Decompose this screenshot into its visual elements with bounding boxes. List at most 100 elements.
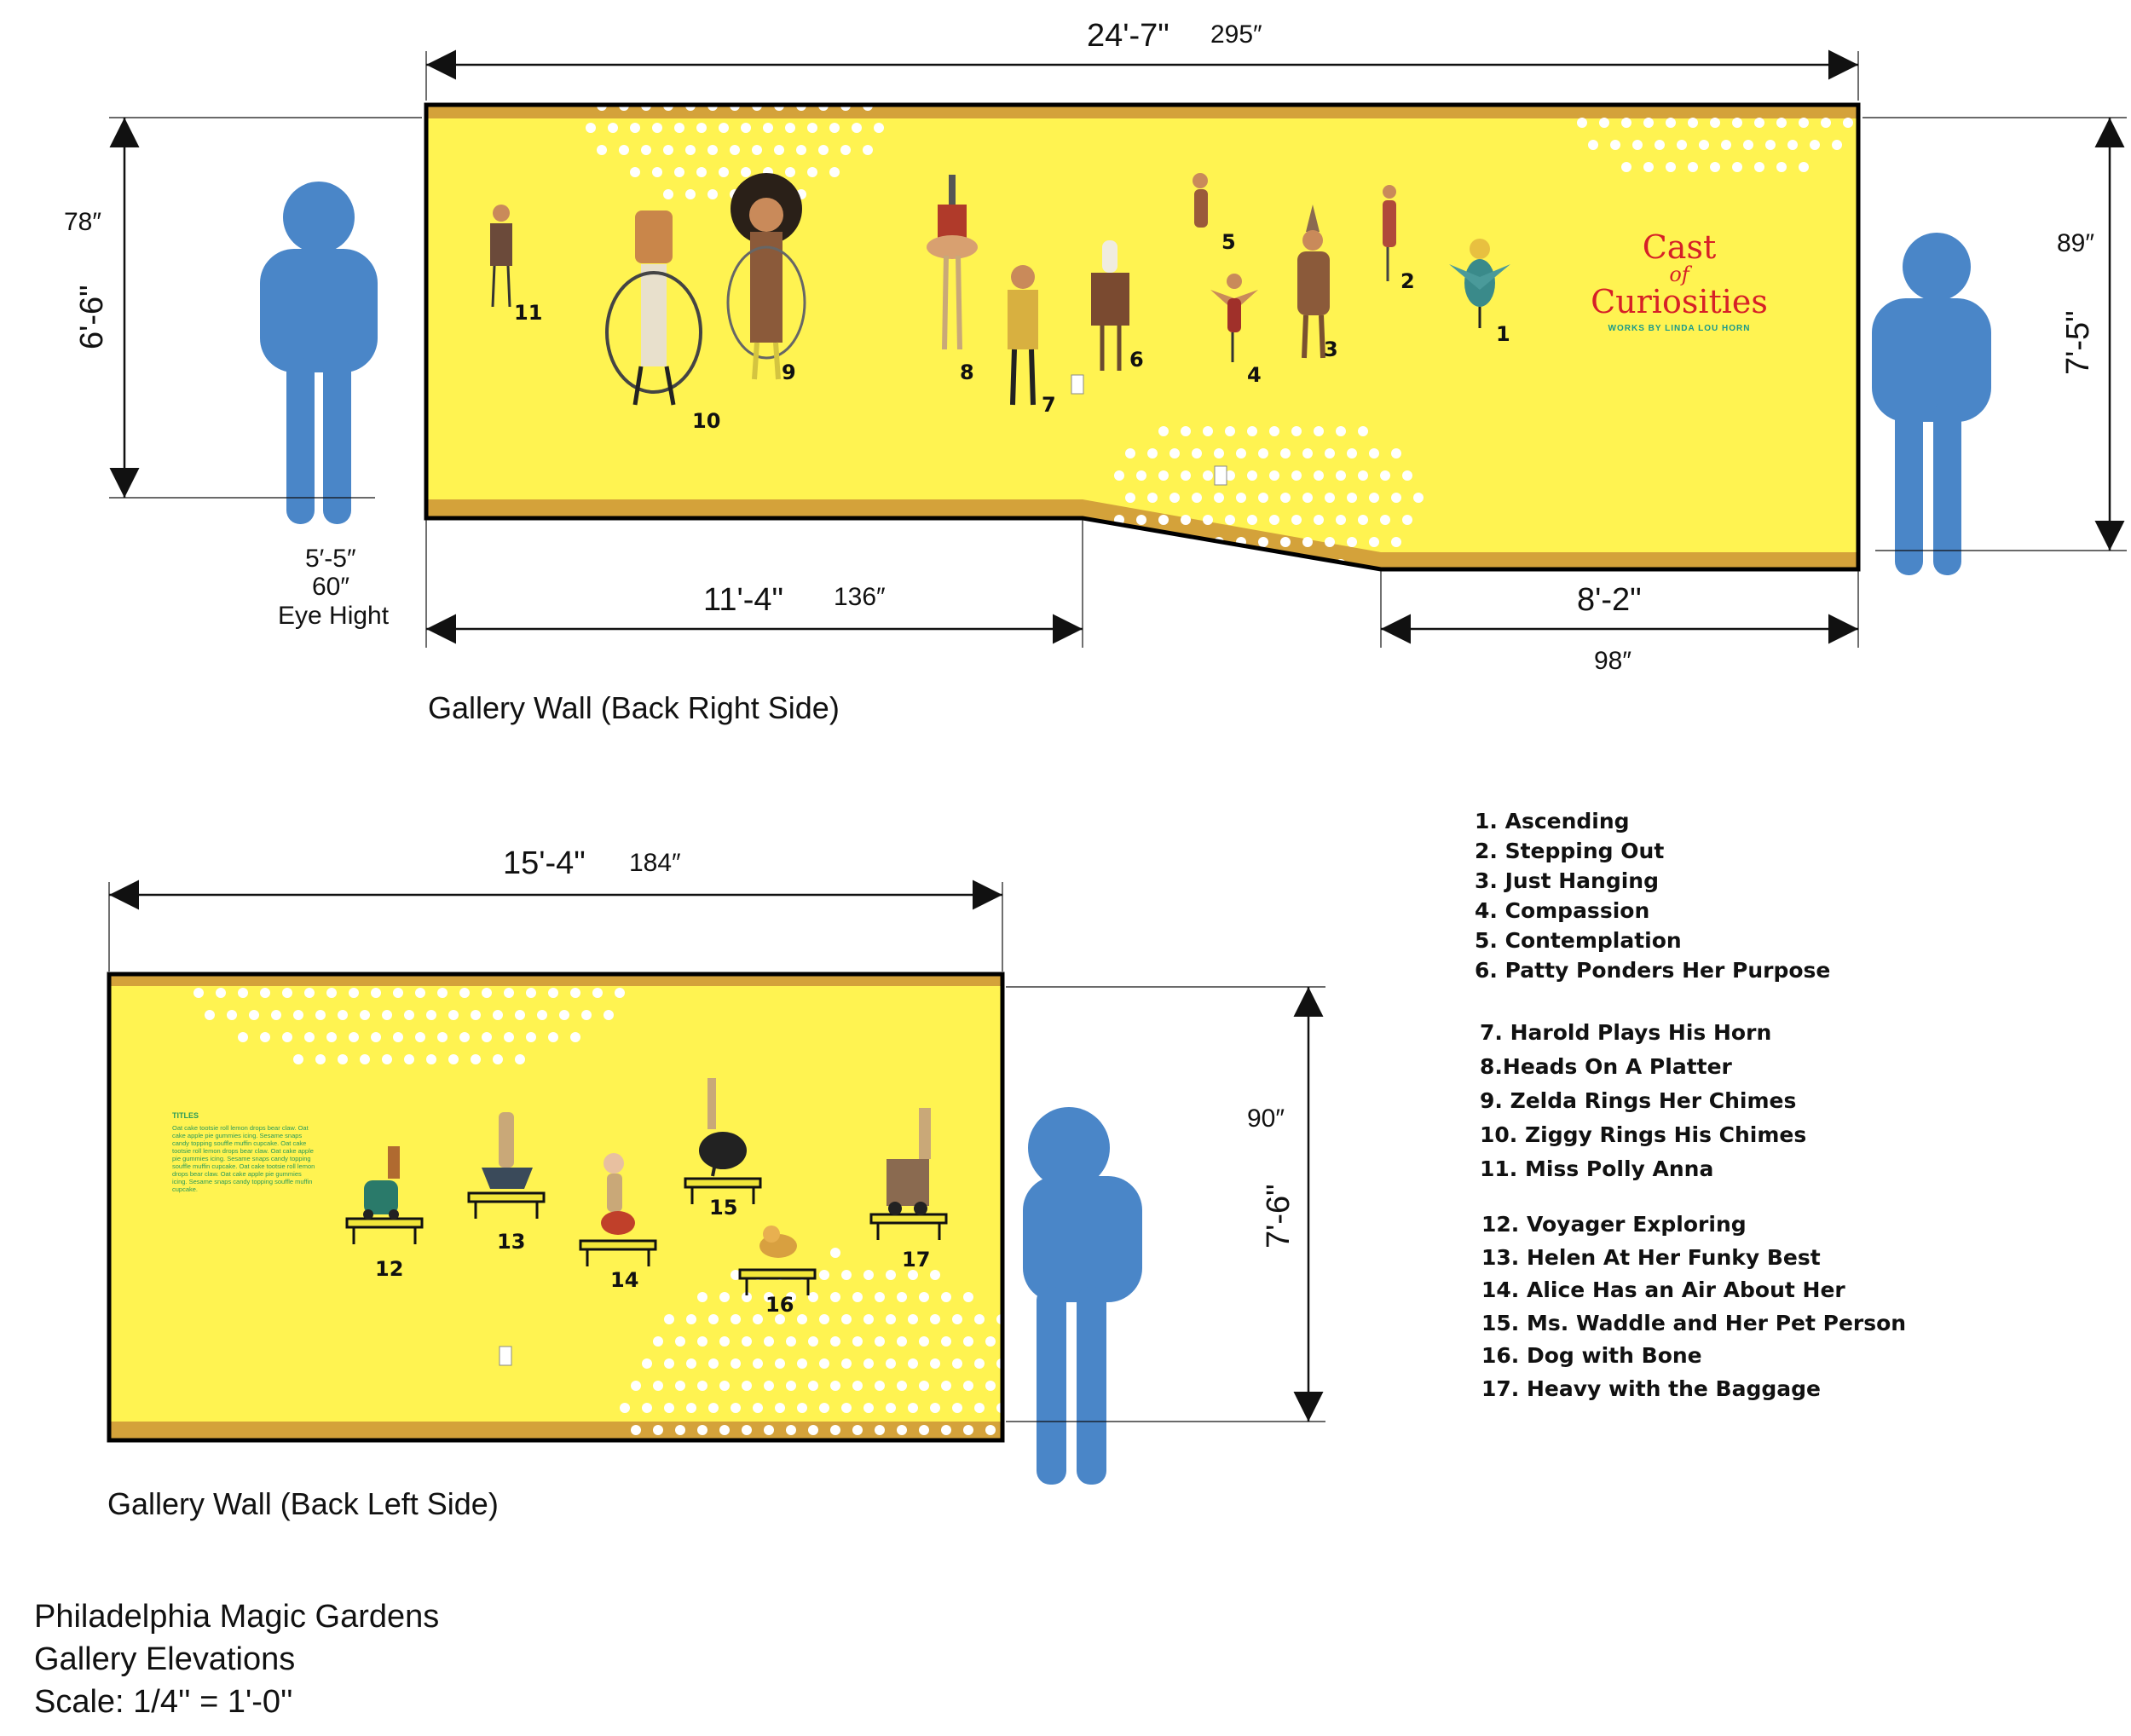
decorative-dot <box>1402 515 1412 525</box>
marker-16: 16 <box>765 1293 794 1317</box>
decorative-dot <box>841 1270 852 1280</box>
decorative-dot <box>886 1536 896 1546</box>
sculpture-17 <box>886 1108 931 1215</box>
sculpture-11 <box>490 205 512 308</box>
decorative-dot <box>763 78 773 89</box>
decorative-dot <box>930 1270 940 1280</box>
decorative-dot <box>919 1514 929 1524</box>
decorative-dot <box>1666 118 1676 128</box>
decorative-dot <box>1147 537 1158 547</box>
decorative-dot <box>271 921 281 931</box>
decorative-dot <box>326 1032 337 1042</box>
decorative-dot <box>1314 515 1324 525</box>
decorative-dot <box>1280 448 1291 459</box>
decorative-dot <box>974 1447 985 1457</box>
decorative-dot <box>1721 51 1731 61</box>
decorative-dot <box>952 1314 962 1324</box>
decorative-dot <box>686 1491 696 1502</box>
decorative-dot <box>631 1469 641 1479</box>
dim-right-height-ft: 7'-5" <box>2060 310 2096 375</box>
decorative-dot <box>808 1336 818 1347</box>
decorative-dot <box>696 123 707 133</box>
decorative-dot <box>897 1292 907 1302</box>
decorative-dot <box>1019 1403 1029 1413</box>
decorative-dot <box>641 145 651 155</box>
decorative-dot <box>996 1447 1007 1457</box>
decorative-dot <box>686 1403 696 1413</box>
decorative-dot <box>785 34 795 44</box>
decorative-dot <box>675 1514 685 1524</box>
decorative-dot <box>719 78 729 89</box>
decorative-dot <box>1136 515 1146 525</box>
decorative-dot <box>382 1054 392 1064</box>
decorative-dot <box>786 1558 796 1568</box>
decorative-dot <box>886 1403 896 1413</box>
decorative-dot <box>1019 1491 1029 1502</box>
decorative-dot <box>663 145 673 155</box>
decorative-dot <box>1369 493 1379 503</box>
decorative-dot <box>874 123 884 133</box>
decorative-dot <box>537 921 547 931</box>
legend-item: 13. Helen At Her Funky Best <box>1481 1244 1821 1270</box>
decorative-dot <box>592 943 603 954</box>
decorative-dot <box>796 145 806 155</box>
decorative-dot <box>919 1558 929 1568</box>
decorative-dot <box>808 1469 818 1479</box>
decorative-dot <box>675 1336 685 1347</box>
decorative-dot <box>349 943 359 954</box>
decorative-dot <box>326 988 337 998</box>
outlet <box>1071 374 1084 395</box>
decorative-dot <box>919 1336 929 1347</box>
decorative-dot <box>642 1447 652 1457</box>
decorative-dot <box>482 943 492 954</box>
decorative-dot <box>1732 118 1742 128</box>
decorative-dot <box>1336 470 1346 481</box>
outlet <box>1214 465 1227 486</box>
decorative-dot <box>448 921 459 931</box>
decorative-dot <box>952 1403 962 1413</box>
decorative-dot <box>764 1469 774 1479</box>
decorative-dot <box>393 988 403 998</box>
decorative-dot <box>1203 470 1213 481</box>
decorative-dot <box>371 899 381 909</box>
right-wall-title: Gallery Wall (Back Right Side) <box>428 690 840 725</box>
decorative-dot <box>360 1010 370 1020</box>
decorative-dot <box>818 145 829 155</box>
decorative-dot <box>1632 140 1643 150</box>
decorative-dot <box>1699 51 1709 61</box>
decorative-dot <box>1358 426 1368 436</box>
marker-13: 13 <box>497 1230 525 1254</box>
shelf-12 <box>345 1217 424 1244</box>
decorative-dot <box>852 1469 863 1479</box>
decorative-dot <box>493 921 503 931</box>
decorative-dot <box>1147 493 1158 503</box>
decorative-dot <box>897 1558 907 1568</box>
decorative-dot <box>930 1358 940 1369</box>
decorative-dot <box>652 34 662 44</box>
decorative-dot <box>1643 118 1654 128</box>
decorative-dot <box>1347 493 1357 503</box>
decorative-dot <box>471 921 481 931</box>
decorative-dot <box>1158 426 1169 436</box>
decorative-dot <box>1688 118 1698 128</box>
decorative-dot <box>742 1558 752 1568</box>
decorative-dot <box>1181 559 1191 569</box>
decorative-dot <box>897 1469 907 1479</box>
decorative-dot <box>731 1403 741 1413</box>
marker-7: 7 <box>1042 393 1056 417</box>
decorative-dot <box>1643 162 1654 172</box>
left-wall-outline <box>107 972 1005 1443</box>
decorative-dot <box>819 1270 829 1280</box>
legend-item: 1. Ascending <box>1475 809 1630 833</box>
decorative-dot <box>697 1514 707 1524</box>
decorative-dot <box>797 1314 807 1324</box>
decorative-dot <box>282 1032 292 1042</box>
decorative-dot <box>686 1314 696 1324</box>
sculpture-3 <box>1297 205 1330 359</box>
decorative-dot <box>415 899 425 909</box>
left-wall-surface <box>109 974 1002 1440</box>
decorative-dot <box>675 1469 685 1479</box>
decorative-dot <box>1302 537 1313 547</box>
decorative-dot <box>863 1536 874 1546</box>
decorative-dot <box>271 1010 281 1020</box>
